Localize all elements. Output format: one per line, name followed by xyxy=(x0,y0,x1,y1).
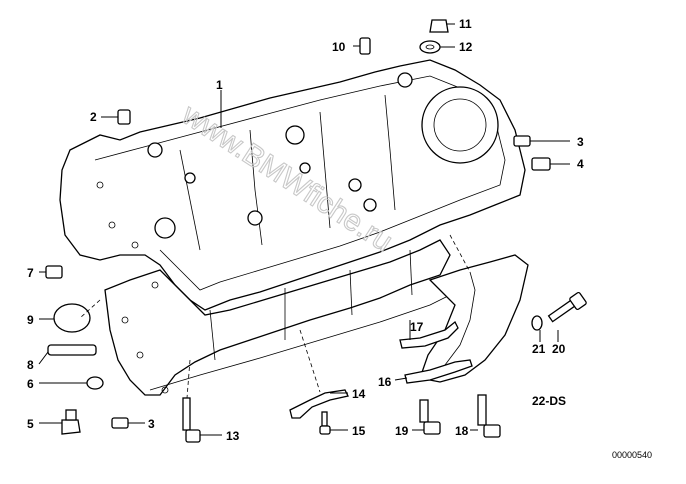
callout-18: 18 xyxy=(455,424,469,438)
callout-7: 7 xyxy=(27,266,34,280)
callout-15: 15 xyxy=(352,424,366,438)
callout-3-left: 3 xyxy=(148,417,155,431)
sleeve-part-4 xyxy=(531,157,551,171)
screw-part-15 xyxy=(319,411,331,435)
engine-block xyxy=(59,59,526,396)
plug-part-7 xyxy=(45,265,63,279)
callout-5: 5 xyxy=(27,417,34,431)
assembly-code: 22-DS xyxy=(532,394,566,408)
bolt-part-13 xyxy=(182,397,201,443)
reference-number: 00000540 xyxy=(612,450,652,460)
callout-labels: 1 2 10 11 12 3 4 7 9 8 6 5 3 13 14 15 16… xyxy=(27,17,584,443)
callout-16: 16 xyxy=(378,375,392,389)
callout-12: 12 xyxy=(459,40,473,54)
sleeve-part-3-right xyxy=(513,135,531,147)
washer-part-6 xyxy=(86,376,104,390)
callout-6: 6 xyxy=(27,377,34,391)
callout-8: 8 xyxy=(27,358,34,372)
sleeve-part-2 xyxy=(117,109,131,125)
callout-4: 4 xyxy=(577,157,584,171)
bolt-part-19 xyxy=(419,399,441,435)
cap-part-9 xyxy=(53,303,91,333)
dowel-part-10 xyxy=(359,37,371,55)
bracket-part-16 xyxy=(404,359,473,384)
sleeve-part-3-left xyxy=(111,417,129,429)
callout-10: 10 xyxy=(332,40,346,54)
callout-2: 2 xyxy=(90,110,97,124)
washer-part-21 xyxy=(531,315,543,331)
bolt-part-18 xyxy=(477,394,501,438)
callout-11: 11 xyxy=(459,17,472,31)
leader-lines xyxy=(38,23,570,436)
bolt-part-20 xyxy=(547,291,587,323)
plug-part-5 xyxy=(61,419,81,435)
callout-21: 21 xyxy=(532,342,546,356)
washer-part-12 xyxy=(419,40,441,54)
callout-3-right: 3 xyxy=(577,135,584,149)
plug-part-11 xyxy=(429,19,449,33)
callout-20: 20 xyxy=(552,342,566,356)
stud-part-8 xyxy=(47,344,97,356)
callout-9: 9 xyxy=(27,313,34,327)
callout-19: 19 xyxy=(395,424,409,438)
clip-part-14 xyxy=(289,389,349,419)
callout-14: 14 xyxy=(352,387,366,401)
bracket-part-17 xyxy=(399,320,459,349)
callout-1: 1 xyxy=(216,78,223,92)
callout-17: 17 xyxy=(410,320,424,334)
callout-13: 13 xyxy=(226,429,240,443)
